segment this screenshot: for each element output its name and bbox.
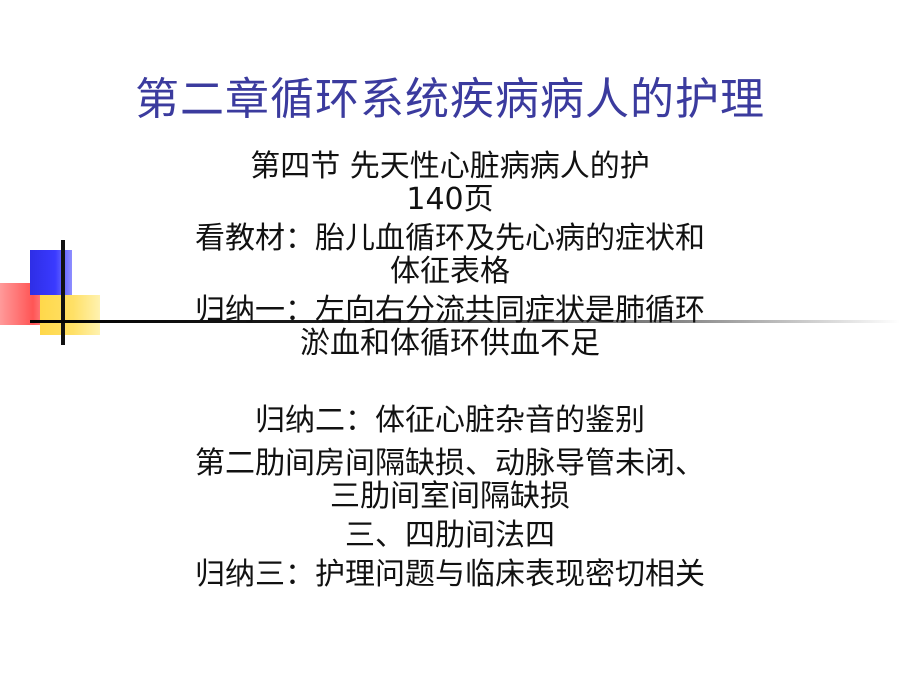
- slide-title: 第二章循环系统疾病病人的护理: [135, 74, 765, 125]
- logo-blue-square: [30, 250, 72, 295]
- logo-yellow-square: [40, 295, 100, 335]
- body-line-defects: 第二肋间房间隔缺损、动脉导管未闭、: [195, 446, 705, 481]
- body-line-textbook-cont: 体征表格: [390, 254, 510, 289]
- body-line-summary-1-cont: 淤血和体循环供血不足: [300, 326, 600, 361]
- slide-body: 第四节 先天性心脏病病人的护 140页 看教材：胎儿血循环及先心病的症状和 体征…: [110, 150, 790, 591]
- body-line-tetralogy: 三、四肋间法四: [345, 518, 555, 553]
- body-line-defects-cont: 三肋间室间隔缺损: [330, 479, 570, 514]
- body-line-summary-2: 归纳二：体征心脏杂音的鉴别: [255, 403, 645, 438]
- logo-vertical-line: [61, 240, 65, 345]
- body-line-textbook: 看教材：胎儿血循环及先心病的症状和: [195, 221, 705, 256]
- body-line-section: 第四节 先天性心脏病病人的护: [250, 149, 650, 184]
- body-line-summary-3: 归纳三：护理问题与临床表现密切相关: [195, 557, 705, 592]
- logo-red-square: [0, 283, 60, 325]
- body-line-page: 140页: [406, 182, 494, 217]
- body-line-summary-1: 归纳一：左向右分流共同症状是肺循环: [195, 293, 705, 328]
